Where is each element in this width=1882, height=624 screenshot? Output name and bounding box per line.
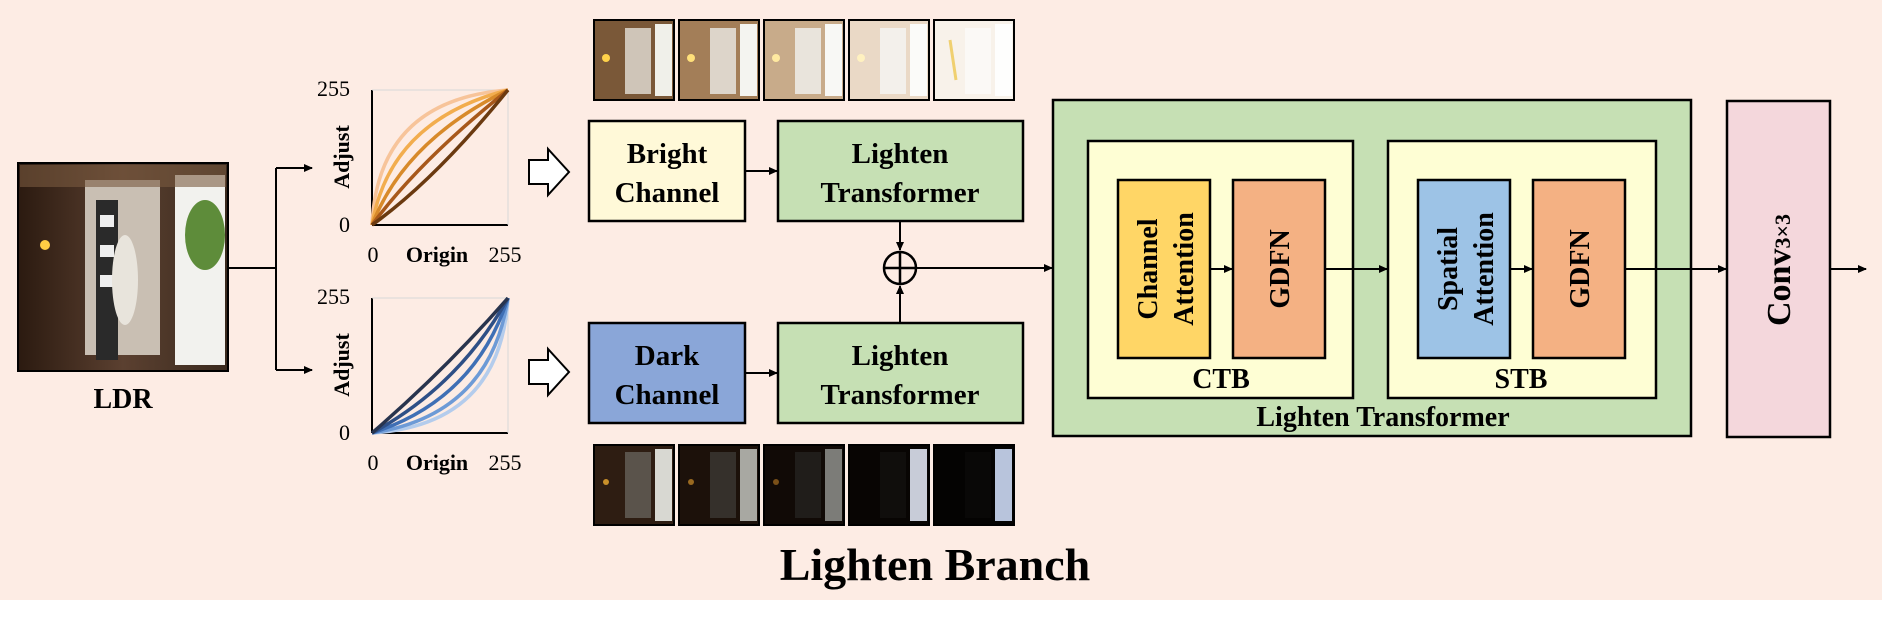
bright-curve-plot: 255 0 0 255 Origin Adjust [317, 76, 522, 267]
bright-thumbnails [593, 19, 1015, 101]
dark-x-label: Origin [406, 450, 468, 475]
dark-curve-3 [371, 297, 510, 435]
spatial-attention-box: Spatial Attention [1416, 178, 1512, 360]
dark-thumbnails [593, 444, 1015, 526]
lighten-transformer-bottom-line1: Lighten [852, 340, 949, 372]
dark-hollow-arrow-icon [528, 346, 571, 398]
bright-thumbnail-1 [593, 19, 675, 101]
bright-x-max: 255 [489, 242, 522, 267]
bright-curve-5 [370, 88, 510, 227]
ldr-image [17, 162, 229, 372]
conv-label-text: Conv3×3 [1761, 214, 1798, 326]
spatial-attention-line1: Spatial [1433, 227, 1464, 311]
lighten-transformer-bottom-line2: Transformer [821, 379, 980, 411]
dark-curve-4 [371, 297, 510, 435]
dark-y-label: Adjust [329, 333, 354, 397]
ldr-label: LDR [93, 384, 153, 415]
spatial-attention-line2: Attention [1469, 212, 1500, 326]
sum-icon [882, 250, 918, 286]
bright-x-min: 0 [368, 242, 379, 267]
dark-y-min: 0 [339, 420, 350, 445]
bright-thumbnail-5 [933, 19, 1015, 101]
bright-thumbnail-3 [763, 19, 845, 101]
ctb-gdfn-box: GDFN [1231, 178, 1327, 360]
dark-curve-5 [370, 296, 510, 435]
bright-y-label: Adjust [329, 125, 354, 189]
dark-channel-box: Dark Channel [587, 321, 747, 425]
bright-channel-line2: Channel [615, 177, 720, 209]
dark-thumbnail-4 [848, 444, 930, 526]
bright-curve-3 [370, 88, 509, 226]
split-connector [228, 164, 313, 374]
bright-hollow-arrow-icon [528, 146, 571, 198]
bright-y-max: 255 [317, 76, 350, 101]
dark-thumbnail-2 [678, 444, 760, 526]
ctb-gdfn-label: GDFN [1265, 229, 1296, 308]
dark-curve-1 [371, 297, 510, 435]
ctb-block: CTB Channel Attention GDFN [1086, 139, 1355, 400]
bright-thumbnail-4 [848, 19, 930, 101]
dark-thumbnail-1 [593, 444, 675, 526]
stb-gdfn-label: GDFN [1565, 229, 1596, 308]
dark-x-min: 0 [368, 450, 379, 475]
stb-gdfn-box: GDFN [1531, 178, 1627, 360]
lighten-transformer-detail-label: Lighten Transformer [1256, 402, 1509, 433]
dark-channel-line1: Dark [635, 340, 700, 372]
channel-attention-line2: Attention [1169, 212, 1200, 326]
lighten-transformer-top-line1: Lighten [852, 138, 949, 170]
conv-label: Conv [1761, 249, 1798, 326]
channel-attention-box: Channel Attention [1116, 178, 1212, 360]
dark-curve-2 [371, 297, 510, 435]
bright-thumbnail-2 [678, 19, 760, 101]
lighten-transformer-top-box: Lighten Transformer [776, 119, 1025, 223]
dark-thumbnail-3 [763, 444, 845, 526]
lighten-transformer-top-line2: Transformer [821, 177, 980, 209]
dark-x-max: 255 [489, 450, 522, 475]
bright-channel-box: Bright Channel [587, 119, 747, 223]
bright-y-min: 0 [339, 212, 350, 237]
conv-box: Conv3×3 [1725, 99, 1832, 439]
diagram-title: Lighten Branch [780, 539, 1091, 590]
bright-curve-2 [370, 88, 509, 226]
bright-curve-1 [370, 88, 509, 226]
bright-curve-4 [370, 88, 510, 227]
dark-channel-line2: Channel [615, 379, 720, 411]
lighten-transformer-bottom-box: Lighten Transformer [776, 321, 1025, 425]
conv-subscript: 3×3 [1770, 214, 1795, 249]
bright-x-label: Origin [406, 242, 468, 267]
ctb-label: CTB [1192, 364, 1250, 395]
channel-attention-line1: Channel [1133, 218, 1164, 319]
dark-curve-plot: 255 0 0 255 Origin Adjust [317, 284, 522, 475]
stb-label: STB [1495, 364, 1548, 395]
dark-y-max: 255 [317, 284, 350, 309]
bright-channel-line1: Bright [627, 138, 708, 170]
dark-thumbnail-5 [933, 444, 1015, 526]
stb-block: STB Spatial Attention GDFN [1386, 139, 1658, 400]
